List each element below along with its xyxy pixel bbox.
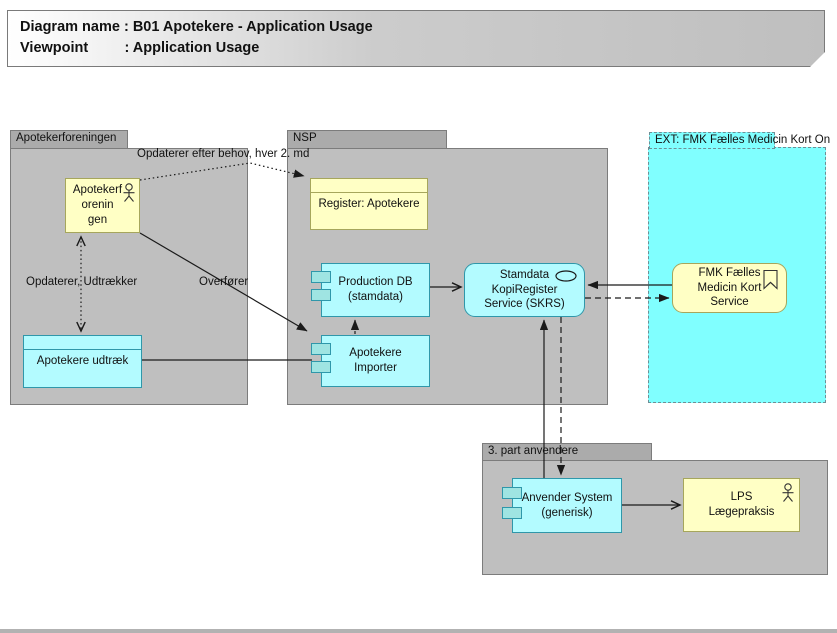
connector-overfoerer[interactable]: [139, 232, 308, 332]
label-overfoerer: Overfører: [199, 276, 249, 288]
node-skrs-service[interactable]: Stamdata KopiRegister Service (SKRS): [464, 263, 585, 317]
node-label: Register: Apotekere: [318, 197, 420, 210]
node-apotekere-udtraek[interactable]: Apotekere udtræk: [23, 335, 142, 388]
node-anvender-system[interactable]: Anvender System (generisk): [502, 478, 622, 533]
service-oval-icon: [555, 270, 577, 282]
component-tab: [311, 361, 331, 373]
node-fmk-service[interactable]: FMK Fælles Medicin Kort Service: [672, 263, 787, 313]
object-band: [24, 336, 141, 350]
node-label: Apotekerforenin gen: [72, 184, 123, 226]
group-tab-third-party[interactable]: 3. part anvendere: [482, 443, 652, 461]
label-opdaterer-udtraekker: Opdaterer, Udtrækker: [26, 276, 138, 288]
node-label: Production DB (stamdata): [338, 276, 413, 303]
node-label: Stamdata KopiRegister Service (SKRS): [484, 268, 565, 311]
actor-icon: [782, 483, 794, 502]
node-label: Anvender System (generisk): [521, 491, 613, 519]
node-label: Apotekere udtræk: [36, 355, 129, 368]
bookmark-chevron-icon: [763, 269, 778, 290]
component-tab: [311, 271, 331, 283]
node-lps-laegepraksis[interactable]: LPS Lægepraksis: [683, 478, 800, 532]
diagram-title-line2: Viewpoint : Application Usage: [20, 40, 260, 57]
node-label: Apotekere Importer: [349, 347, 402, 374]
actor-icon: [123, 183, 135, 202]
label-opdaterer-efter-behov: Opdaterer efter behov, hver 2. md: [137, 148, 310, 160]
group-tab-nsp[interactable]: NSP: [287, 130, 447, 149]
component-tab: [311, 289, 331, 301]
component-tab: [311, 343, 331, 355]
window-bottom-edge: [0, 629, 837, 633]
component-tab: [502, 507, 522, 519]
node-label: FMK Fælles Medicin Kort Service: [697, 266, 762, 309]
diagram-title-note: Diagram name : B01 Apotekere - Applicati…: [7, 10, 825, 67]
node-apotekerforeningen[interactable]: Apotekerforenin gen: [65, 178, 140, 233]
node-apotekere-importer[interactable]: Apotekere Importer: [311, 335, 430, 387]
node-label: LPS Lægepraksis: [708, 491, 775, 518]
diagram-title-line1: Diagram name : B01 Apotekere - Applicati…: [20, 19, 373, 35]
component-tab: [502, 487, 522, 499]
node-register-apotekere[interactable]: Register: Apotekere: [310, 178, 428, 230]
connector-opdaterer-efter-behov[interactable]: [139, 162, 305, 181]
node-production-db[interactable]: Production DB (stamdata): [311, 263, 430, 317]
object-band: [311, 179, 427, 193]
